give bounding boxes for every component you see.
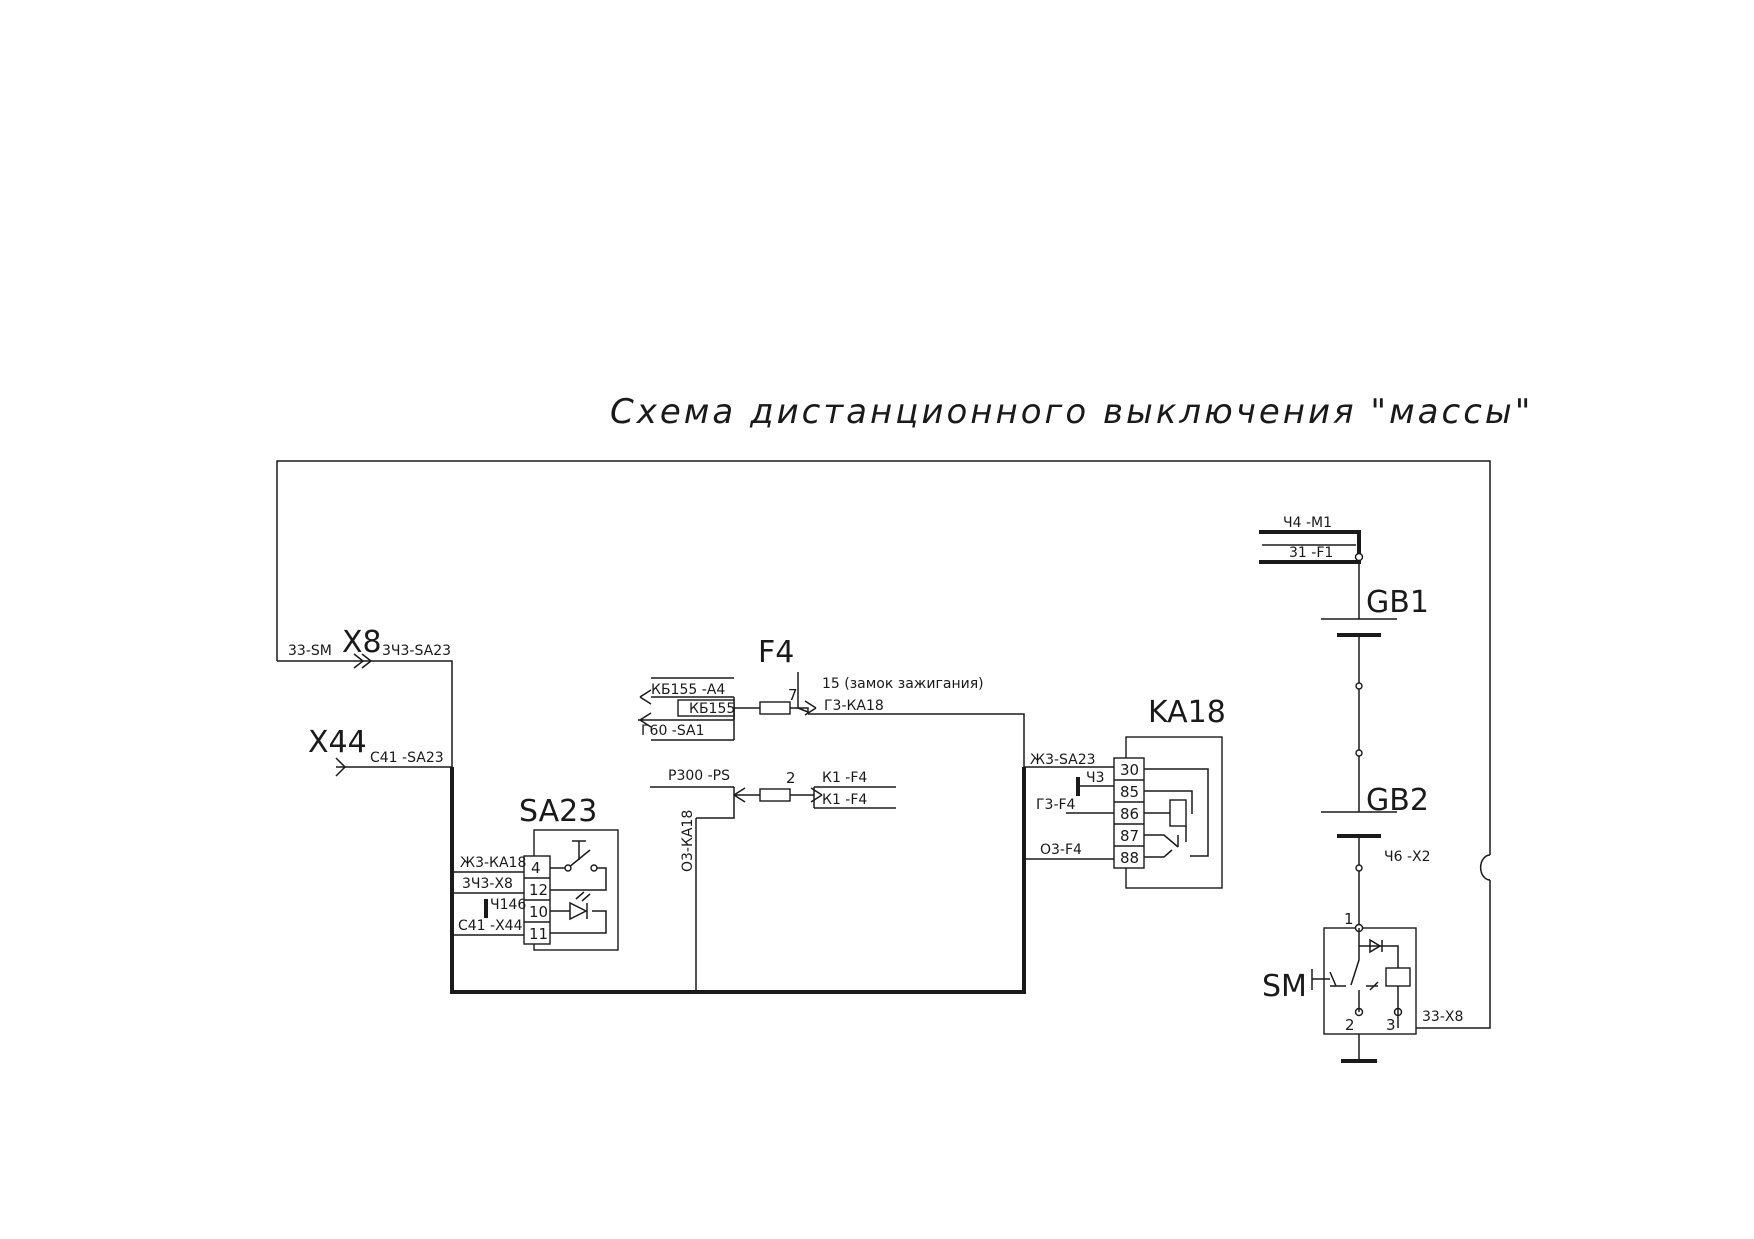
x8-wire-in: 33-SM [288, 643, 332, 659]
sm-pin-3: 3 [1386, 1016, 1396, 1034]
sa23-switch: 4 12 10 11 SA23 Ж3-КА18 3Ч3-Х8 Ч146 С41 … [458, 794, 619, 951]
sa23-label: SA23 [519, 794, 597, 829]
sa23-pin-11: 11 [529, 925, 548, 943]
f4-wire-g3: Г3-КА18 [824, 698, 884, 714]
f4-wire-kb155: КБ155 [689, 701, 735, 717]
sm-label: SM [1262, 969, 1307, 1004]
x8-connector: X8 33-SM 3Ч3-SA23 [277, 625, 453, 767]
ka18-relay: 30 85 86 87 88 KA18 Ж3-SA23 Ч3 Г3-F4 О3-… [1030, 695, 1226, 889]
x44-label: X44 [308, 725, 367, 760]
ground-bus [450, 766, 1114, 994]
ka18-wire-ch3: Ч3 [1086, 770, 1105, 786]
gb1-wire-ch4: Ч4 -М1 [1283, 515, 1332, 531]
f4-top-num: 7 [788, 686, 798, 704]
ka18-wire-g3: Г3-F4 [1036, 797, 1076, 813]
ka18-wire-o3: О3-F4 [1040, 842, 1082, 858]
sm-pin-1: 1 [1344, 910, 1354, 928]
f4-bot-num: 2 [786, 769, 796, 787]
sm-pin-2: 2 [1345, 1016, 1355, 1034]
sa23-pin-4: 4 [531, 859, 541, 877]
x8-wire-out: 3Ч3-SA23 [382, 643, 451, 659]
gb2-wire-ch6: Ч6 -Х2 [1384, 849, 1431, 865]
f4-wire-k1-b: К1 -F4 [822, 792, 867, 808]
diagram-title: Схема дистанционного выключения "массы" [610, 392, 1533, 432]
sm-wire-33: 33-Х8 [1422, 1009, 1463, 1025]
ka18-wire-zh3: Ж3-SA23 [1030, 752, 1096, 768]
f4-wire-g60: Г60 -SA1 [641, 723, 705, 739]
x44-wire: С41 -SA23 [370, 750, 444, 766]
f4-fuse-block: F4 КБ155 -А4 КБ155 Г60 -SA1 7 15 (замок … [638, 635, 1025, 872]
ka18-label: KA18 [1148, 695, 1226, 730]
ka18-pin-87: 87 [1120, 827, 1139, 845]
ka18-pin-85: 85 [1120, 783, 1139, 801]
f4-wire-kb155-a4: КБ155 -А4 [651, 682, 725, 698]
ka18-pin-88: 88 [1120, 849, 1139, 867]
outer-loop-wire [276, 460, 1491, 1029]
sa23-pin-12: 12 [529, 881, 548, 899]
sa23-wire-ch146: Ч146 [490, 897, 526, 913]
f4-label: F4 [758, 635, 794, 670]
gb1-wire-31: 31 -F1 [1289, 545, 1333, 561]
gb1-label: GB1 [1366, 585, 1429, 620]
f4-wire-k1-a: К1 -F4 [822, 770, 867, 786]
x44-connector: X44 С41 -SA23 [308, 725, 452, 777]
sm-mass-switch: 1 2 3 SM 33-Х8 [1262, 910, 1463, 1063]
f4-wire-p300: Р300 -PS [668, 768, 730, 784]
sa23-wire-3ch3: 3Ч3-Х8 [462, 876, 513, 892]
f4-wire-o3: О3-КА18 [680, 810, 696, 872]
sa23-pin-10: 10 [529, 903, 548, 921]
ka18-pin-30: 30 [1120, 761, 1139, 779]
f4-wire-ignition: 15 (замок зажигания) [822, 676, 984, 692]
ka18-pin-86: 86 [1120, 805, 1139, 823]
x8-label: X8 [342, 625, 382, 660]
gb2-label: GB2 [1366, 783, 1429, 818]
sa23-wire-zh3: Ж3-КА18 [460, 855, 526, 871]
sa23-wire-c41: С41 -Х44 [458, 918, 523, 934]
battery-stack: Ч4 -М1 31 -F1 GB1 GB2 Ч6 -Х2 [1259, 515, 1431, 928]
